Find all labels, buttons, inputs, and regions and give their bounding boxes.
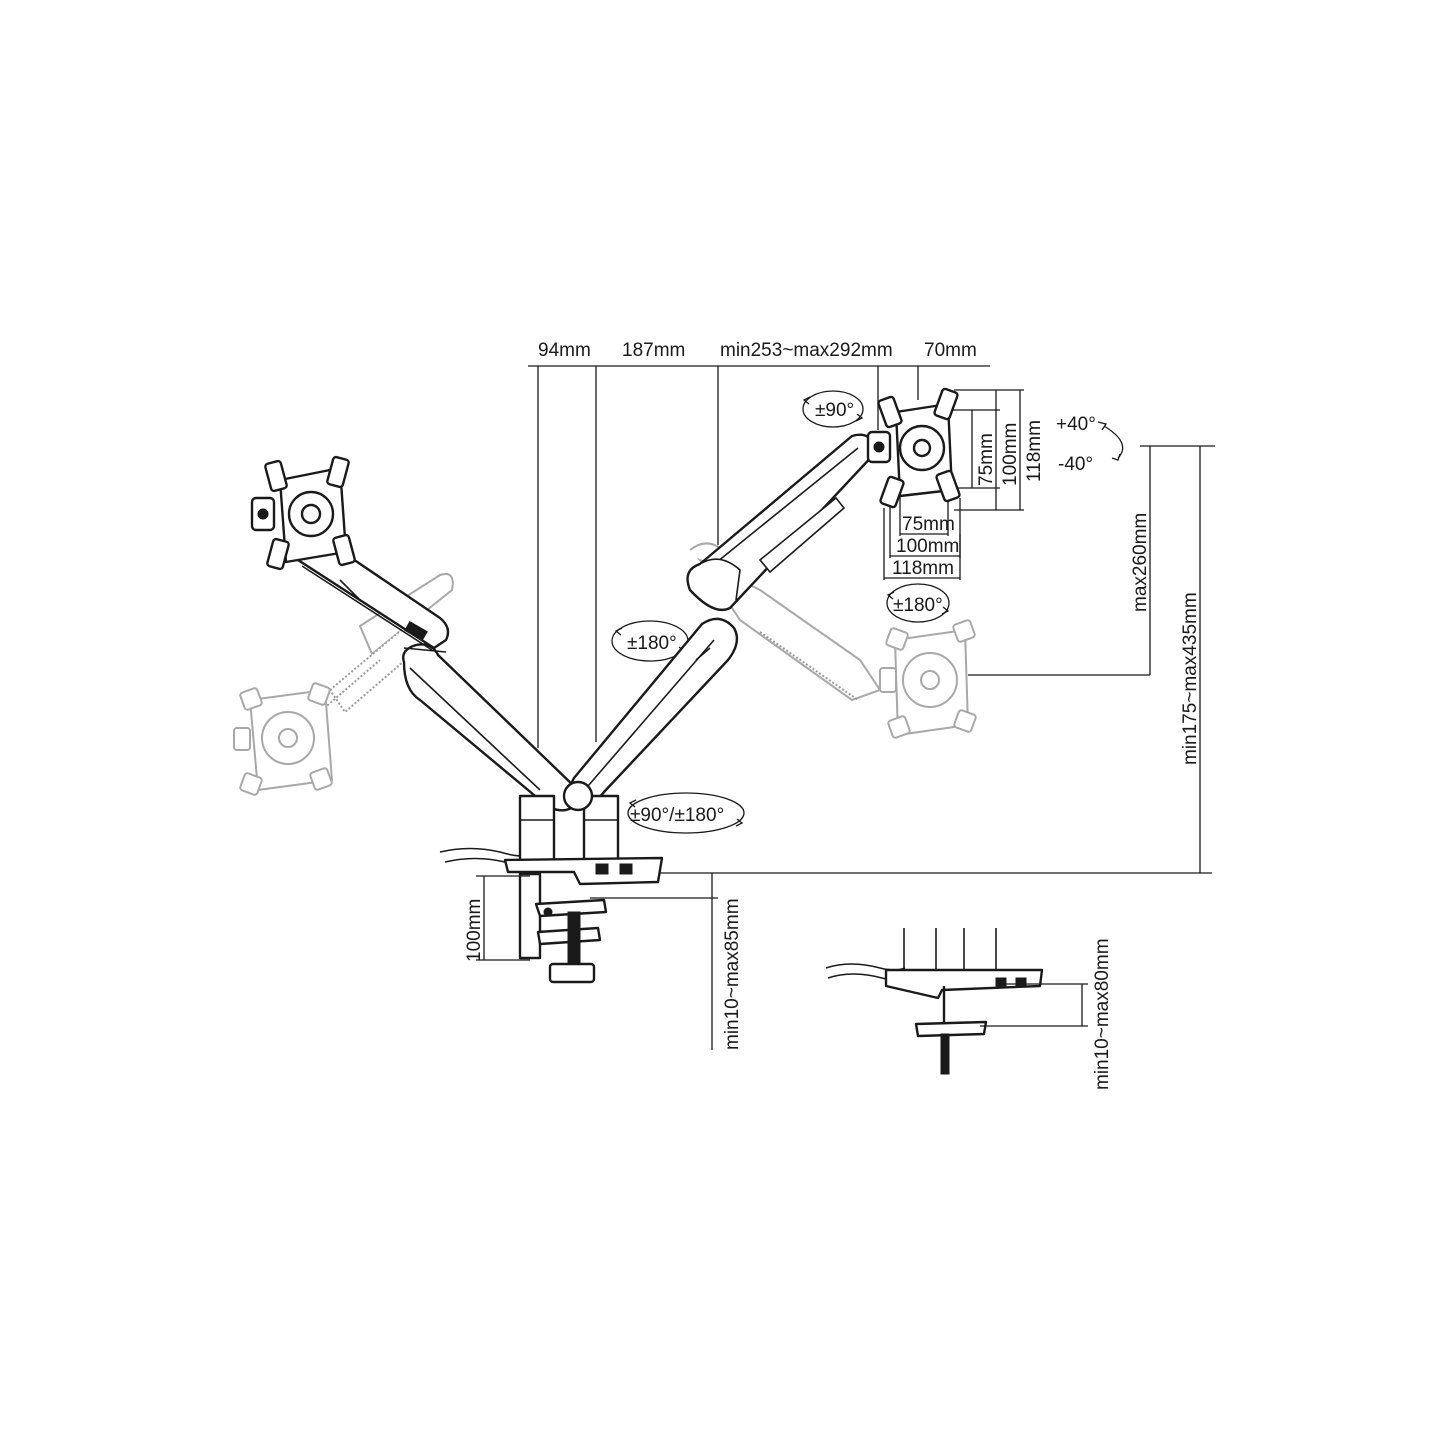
- grommet-inset: [884, 928, 1044, 1075]
- height-dimension-lines: [600, 445, 1215, 874]
- dim-clamp-thickness: min10~max85mm: [722, 898, 743, 1050]
- dim-vesa-h100: 100mm: [896, 536, 959, 557]
- left-upper-arm: [296, 528, 450, 651]
- dim-max260: max260mm: [1130, 513, 1151, 612]
- dim-vesa-v100: 100mm: [1000, 423, 1021, 486]
- dim-vesa-h75: 75mm: [902, 514, 955, 535]
- clamp-dimension-lines: [476, 873, 718, 1050]
- ghost-right-vesa-plate: [879, 619, 977, 739]
- dim-vesa-v75: 75mm: [976, 433, 997, 486]
- dim-94mm: 94mm: [538, 340, 591, 361]
- top-dimension-lines: [528, 365, 990, 748]
- pole-and-base: [503, 780, 664, 886]
- vesa-dimension-lines: [883, 389, 1024, 580]
- tilt-indicator: [1097, 421, 1124, 461]
- dim-vesa-v118: 118mm: [1024, 420, 1045, 482]
- rot-90-label: ±90°: [815, 400, 854, 421]
- right-vesa-plate: [866, 387, 961, 509]
- tilt-up-label: +40°: [1056, 414, 1096, 435]
- rotation-180-head-indicator: [886, 583, 950, 623]
- rot-base-label: ±90°/±180°: [630, 805, 724, 826]
- dim-70mm: 70mm: [924, 340, 977, 361]
- tilt-down-label: -40°: [1058, 454, 1093, 475]
- left-vesa-plate: [250, 455, 356, 571]
- dim-grommet-thickness: min10~max80mm: [1092, 938, 1113, 1090]
- dim-187mm: 187mm: [622, 340, 685, 361]
- right-upper-arm: [686, 433, 878, 612]
- dim-height-total: min175~max435mm: [1180, 592, 1201, 765]
- rotation-90-indicator: [802, 390, 864, 428]
- desk-clamp: [518, 872, 608, 984]
- rot-180-head-label: ±180°: [893, 595, 943, 616]
- dim-clamp-100: 100mm: [464, 899, 485, 962]
- left-lower-arm: [402, 643, 579, 812]
- grommet-dimension-lines: [980, 983, 1088, 1027]
- dim-vesa-h118: 118mm: [892, 558, 954, 579]
- ghost-left-vesa-plate: [233, 682, 334, 796]
- dim-arm-length: min253~max292mm: [720, 340, 893, 361]
- rotation-base-indicator: [627, 792, 745, 834]
- rot-180-arm-label: ±180°: [627, 633, 677, 654]
